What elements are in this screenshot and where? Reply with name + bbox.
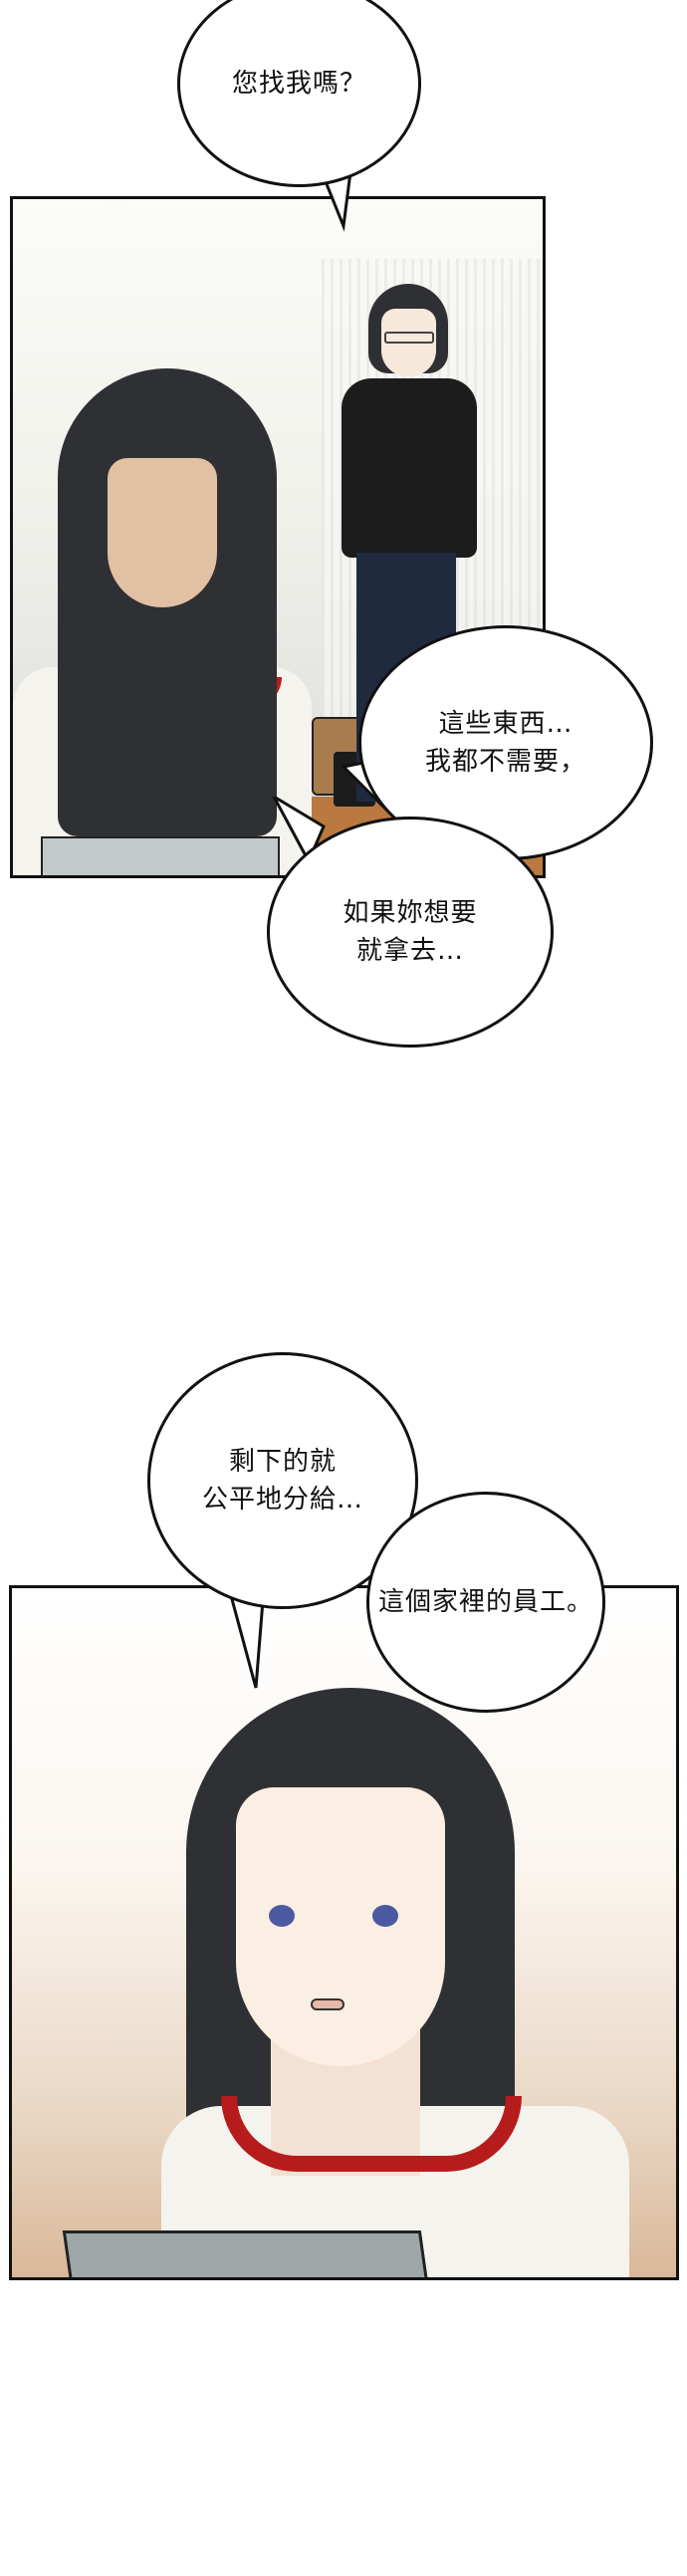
bubble-3-line-1: 如果妳想要 [343,898,478,928]
assistant-turtleneck [342,378,477,558]
tablet-closeup [62,2230,430,2277]
left-eye [269,1905,295,1927]
tablet [41,836,280,875]
bubble-2-line-1: 這些東西… [438,709,573,739]
bubble-4-line-1: 剩下的就 [228,1447,337,1477]
bubble-2-line-2: 我都不需要， [424,747,586,777]
bubble-3-line-2: 就拿去… [355,936,464,966]
bubble-5-line-1: 這個家裡的員工。 [377,1587,593,1617]
comic-panel-2 [9,1585,679,2280]
character-protagonist [13,368,322,875]
speech-bubble-5: 這個家裡的員工。 [366,1492,605,1713]
protagonist-face-closeup [236,1787,445,2066]
speech-bubble-3: 如果妳想要 就拿去… [267,817,554,1048]
speech-bubble-1: 您找我嗎？ [177,0,421,187]
bubble-1-line-1: 您找我嗎？ [231,69,366,99]
right-eye [372,1905,398,1927]
mouth [311,1998,344,2010]
protagonist-trim-closeup [221,2096,522,2172]
bubble-4-tail [227,1588,266,1689]
bubble-4-line-2: 公平地分給… [201,1485,363,1515]
protagonist-face [108,458,217,607]
assistant-glasses [384,332,434,344]
